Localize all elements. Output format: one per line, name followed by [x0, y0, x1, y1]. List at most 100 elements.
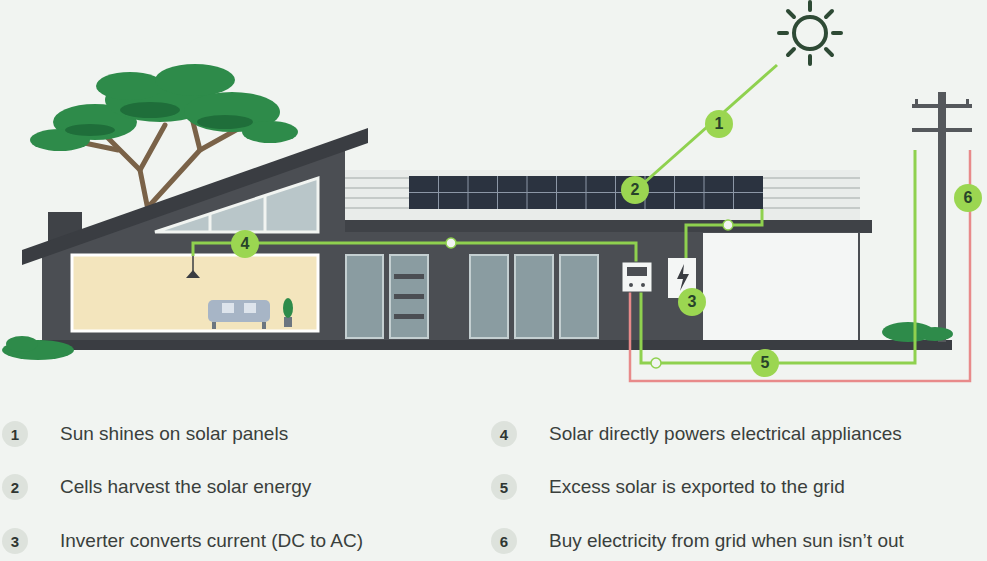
tree-part-part — [140, 125, 165, 170]
living-room-part — [222, 303, 234, 313]
living-room-part — [212, 322, 216, 329]
windows-part — [390, 255, 428, 338]
house-wall-part — [209, 214, 212, 232]
roof-part — [345, 220, 872, 233]
callout-number-text: 1 — [715, 116, 724, 132]
solar-panels-part-part — [468, 176, 469, 209]
bushes-part — [6, 336, 38, 352]
solar-panels — [409, 176, 763, 209]
power-pole-part — [912, 104, 972, 108]
sun-icon-part — [779, 31, 787, 35]
callout-number-text: 6 — [500, 534, 508, 549]
sun-icon-part — [808, 56, 812, 64]
roof — [345, 170, 872, 233]
tree-part-part — [155, 64, 235, 96]
roof-part — [345, 170, 860, 222]
inverter-box-part — [677, 264, 689, 291]
solar-wires — [193, 65, 915, 363]
sun-icon-part — [788, 49, 794, 55]
windows — [346, 255, 598, 338]
garage-door — [703, 233, 858, 340]
tree-part-part — [65, 124, 115, 136]
power-pole-part — [915, 99, 918, 105]
living-room-part — [283, 298, 293, 318]
callout-number: 1 — [705, 110, 733, 138]
tree-part — [65, 102, 253, 136]
sun-icon-part — [826, 49, 832, 55]
step-description: Buy electricity from grid when sun isn’t… — [549, 530, 904, 553]
step-description: Solar directly powers electrical applian… — [549, 423, 902, 446]
windows-part — [515, 255, 553, 338]
tree-part-part — [197, 115, 253, 129]
solar-panels-part-part — [704, 176, 705, 209]
callout-number-text: 4 — [241, 236, 250, 252]
living-room-part — [284, 317, 292, 327]
meter-box-part — [629, 283, 633, 287]
meter-box-part — [627, 267, 647, 276]
house-wall — [22, 128, 952, 350]
door-slats-part — [394, 294, 424, 299]
callout-number-text: 3 — [11, 534, 19, 549]
windows-part — [346, 255, 383, 338]
sun-icon — [779, 2, 841, 64]
door-slats — [394, 274, 424, 319]
step-description: Inverter converts current (DC to AC) — [60, 530, 363, 553]
sun-icon-part — [788, 11, 794, 17]
tree-part — [30, 64, 298, 151]
callout-number: 5 — [751, 349, 779, 377]
meter-box-part — [622, 262, 652, 292]
flow-dots-part — [651, 358, 661, 368]
step-description: Cells harvest the solar energy — [60, 476, 311, 499]
solar-panels-part-part — [615, 176, 616, 209]
solar-panels-part — [409, 176, 763, 209]
callout-number-text: 4 — [500, 427, 508, 442]
grid-import-wire — [630, 150, 970, 381]
key-number-circle: 4 — [491, 421, 517, 447]
house-wall-part — [40, 340, 952, 350]
key-number-circle: 1 — [2, 421, 28, 447]
tree-part-part — [96, 72, 164, 100]
key-number-circle: 3 — [2, 528, 28, 554]
solar-panels-part-part — [733, 176, 734, 209]
sun-icon-part — [794, 17, 826, 49]
step-description: Excess solar is exported to the grid — [549, 476, 845, 499]
living-room-part — [72, 255, 318, 331]
living-room-part — [186, 270, 200, 278]
sun-icon-part — [808, 2, 812, 10]
key-number-circle: 6 — [491, 528, 517, 554]
callout-number-text: 6 — [964, 190, 973, 206]
solar-wires-part — [686, 209, 762, 258]
flow-dots-part — [723, 220, 733, 230]
callout-number-text: 3 — [688, 294, 697, 310]
living-room-part — [208, 300, 270, 322]
solar-wires-part — [645, 65, 777, 182]
solar-panels-part-part — [438, 176, 439, 209]
power-pole — [912, 92, 972, 342]
callout-number: 2 — [621, 176, 649, 204]
living-room-part — [244, 303, 256, 313]
step-description: Sun shines on solar panels — [60, 423, 288, 446]
windows-part — [560, 255, 598, 338]
living-room-part — [192, 256, 194, 272]
callout-number: 4 — [231, 230, 259, 258]
windows-part — [470, 255, 508, 338]
key-number-circle: 5 — [491, 474, 517, 500]
house-wall-part — [264, 196, 267, 232]
solar-wires-part — [641, 150, 915, 363]
solar-wires-part — [193, 243, 636, 262]
flow-dots-part — [446, 238, 456, 248]
callout-number-text: 2 — [631, 182, 640, 198]
power-pole-part — [912, 128, 972, 132]
living-room — [72, 255, 318, 331]
callout-number-text: 1 — [11, 427, 19, 442]
power-pole-part — [966, 99, 969, 105]
callout-number-text: 5 — [500, 480, 508, 495]
solar-panels-part-part — [497, 176, 498, 209]
solar-panels-part-part — [527, 176, 528, 209]
solar-panels-part — [409, 176, 763, 209]
grid-import-wire-part — [630, 150, 970, 381]
callout-number-text: 5 — [761, 355, 770, 371]
solar-panels-part-part — [556, 176, 557, 209]
door-slats-part — [394, 274, 424, 279]
house-wall-part — [345, 232, 860, 345]
